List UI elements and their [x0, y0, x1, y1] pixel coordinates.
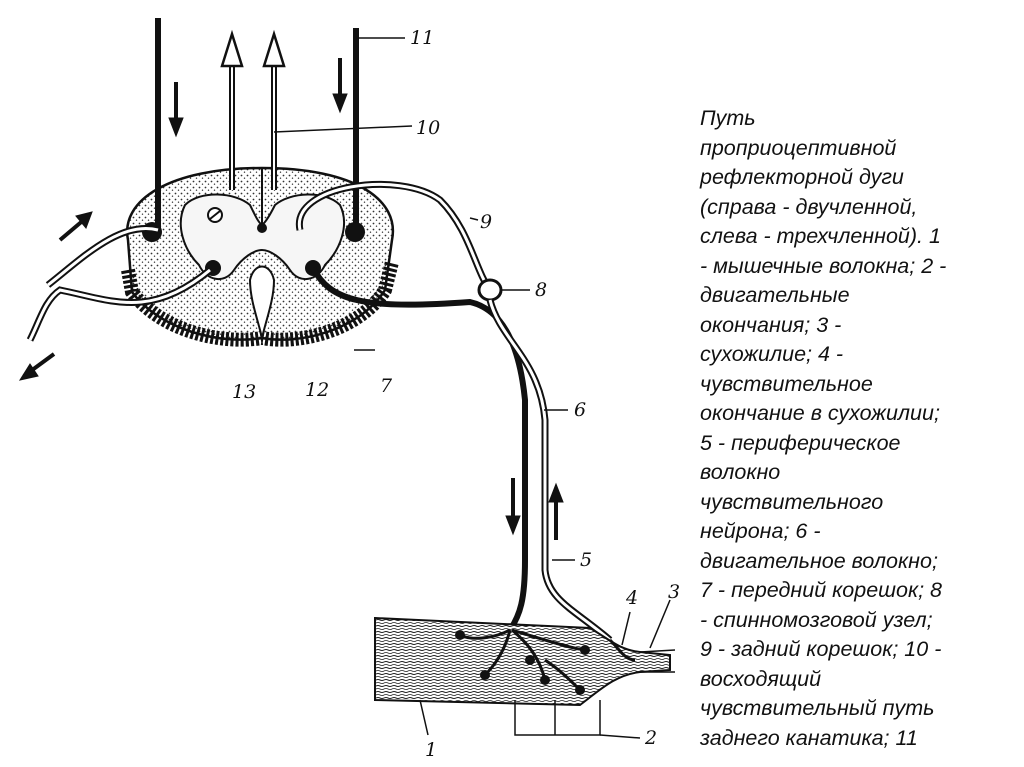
figure-caption: Путь проприоцептивной рефлекторной дуги …: [700, 106, 947, 750]
label-3: 3: [668, 581, 680, 603]
label-6: 6: [574, 399, 586, 421]
label-13: 13: [232, 381, 256, 403]
label-10: 10: [416, 117, 440, 139]
muscle: [374, 616, 676, 707]
label-1: 1: [425, 739, 437, 761]
label-4: 4: [625, 587, 638, 609]
label-2: 2: [644, 727, 657, 749]
label-8: 8: [535, 279, 547, 301]
label-7: 7: [380, 375, 393, 397]
label-5: 5: [580, 549, 592, 571]
dorsal-root: [296, 180, 530, 302]
reflex-arc-diagram: 11 10 9 8 7 12 13 6 5 4 3 2 1: [18, 18, 680, 761]
spinal-tracts: [155, 18, 413, 228]
muscle-leader-line: [419, 699, 429, 736]
label-9: 9: [480, 211, 492, 233]
motor-ending-marks: [455, 630, 590, 695]
label-11: 11: [410, 27, 434, 49]
label-12: 12: [305, 379, 329, 401]
left-branch: [18, 211, 213, 381]
peripheral-fibers: [310, 266, 613, 643]
tendon-ending: [608, 599, 671, 662]
